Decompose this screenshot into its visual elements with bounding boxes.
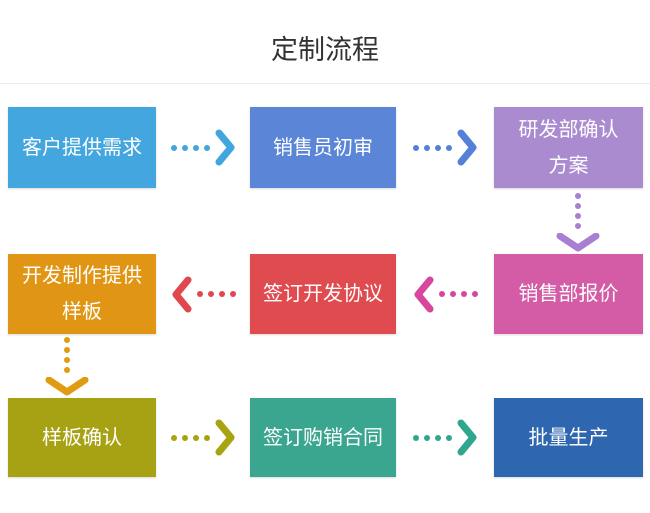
arrow-dot	[575, 222, 581, 229]
arrow-left-icon	[172, 276, 191, 312]
arrow-right-icon	[215, 129, 234, 166]
arrow-dot	[434, 434, 441, 441]
arrow-dot	[64, 357, 70, 363]
flow-node-mass-production: 批量生产	[494, 398, 643, 477]
page-title: 定制流程	[271, 35, 379, 65]
arrow-dot	[207, 291, 214, 297]
arrow-dot	[445, 434, 452, 441]
flow-node-label: 销售部报价	[518, 283, 619, 305]
arrow-dot	[192, 434, 199, 441]
arrow-left-icon	[414, 276, 433, 312]
arrow-dot	[434, 144, 441, 151]
flow-node-customer-requirements: 客户提供需求	[8, 107, 156, 188]
arrow-dot	[64, 367, 70, 373]
arrow-dot	[423, 144, 430, 151]
arrow-right-icon	[215, 419, 234, 456]
arrow-sample-to-confirm	[37, 337, 97, 396]
arrow-dot	[423, 434, 430, 441]
arrow-dot	[412, 434, 419, 441]
flow-node-label: 签订开发协议	[263, 283, 383, 305]
flow-node-rd-confirm-plan: 研发部确认 方案	[494, 107, 643, 188]
arrow-dot	[460, 291, 467, 297]
arrow-confirm-to-contract	[156, 398, 250, 477]
flow-node-sample-confirm: 样板确认	[8, 398, 156, 477]
arrow-dot	[471, 291, 478, 297]
flow-node-label: 批量生产	[528, 426, 609, 449]
arrow-dot	[170, 434, 177, 441]
arrow-dot	[181, 434, 188, 441]
flow-node-sign-purchase-contract: 签订购销合同	[250, 398, 396, 477]
flow-node-label: 开发制作提供	[22, 265, 142, 287]
arrow-dot	[170, 144, 177, 151]
flow-node-label: 销售员初审	[273, 136, 373, 159]
arrow-dot	[64, 347, 70, 353]
flow-node-label: 客户提供需求	[22, 136, 142, 159]
arrow-dot	[575, 192, 581, 199]
flow-node-sign-dev-agreement: 签订开发协议	[250, 254, 396, 334]
flow-node-label: 研发部确认	[518, 118, 619, 141]
arrow-quote-to-dev-agreement	[396, 254, 494, 334]
arrow-dot	[438, 291, 445, 297]
arrow-dot	[203, 434, 210, 441]
arrow-contract-to-production	[396, 398, 494, 477]
arrow-sales-review-to-rd	[396, 107, 494, 188]
arrow-dot	[64, 337, 70, 343]
arrow-dot	[218, 291, 225, 297]
arrow-dot	[412, 144, 419, 151]
arrow-dot	[192, 144, 199, 151]
arrow-dot	[229, 291, 236, 297]
title-divider	[0, 83, 650, 84]
arrow-dot	[575, 202, 581, 209]
arrow-dot	[181, 144, 188, 151]
arrow-dot	[445, 144, 452, 151]
arrow-down-icon	[45, 377, 89, 396]
arrow-customer-to-sales-review	[156, 107, 250, 188]
flow-node-label-line2: 样板	[62, 301, 102, 323]
flow-node-label-line2: 方案	[548, 154, 589, 177]
arrow-dev-agreement-to-sample	[156, 254, 250, 334]
arrow-right-icon	[457, 129, 476, 166]
flow-node-label: 签订购销合同	[263, 426, 383, 449]
flow-node-dev-provide-sample: 开发制作提供 样板	[8, 254, 156, 334]
arrow-dot	[449, 291, 456, 297]
flow-node-label: 样板确认	[42, 426, 122, 449]
arrow-rd-to-quote	[548, 192, 608, 251]
flow-node-sales-initial-review: 销售员初审	[250, 107, 396, 188]
arrow-right-icon	[457, 419, 476, 456]
arrow-dot	[575, 212, 581, 219]
arrow-down-icon	[556, 232, 600, 251]
arrow-dot	[196, 291, 203, 297]
flow-node-sales-quote: 销售部报价	[494, 254, 643, 334]
arrow-dot	[203, 144, 210, 151]
